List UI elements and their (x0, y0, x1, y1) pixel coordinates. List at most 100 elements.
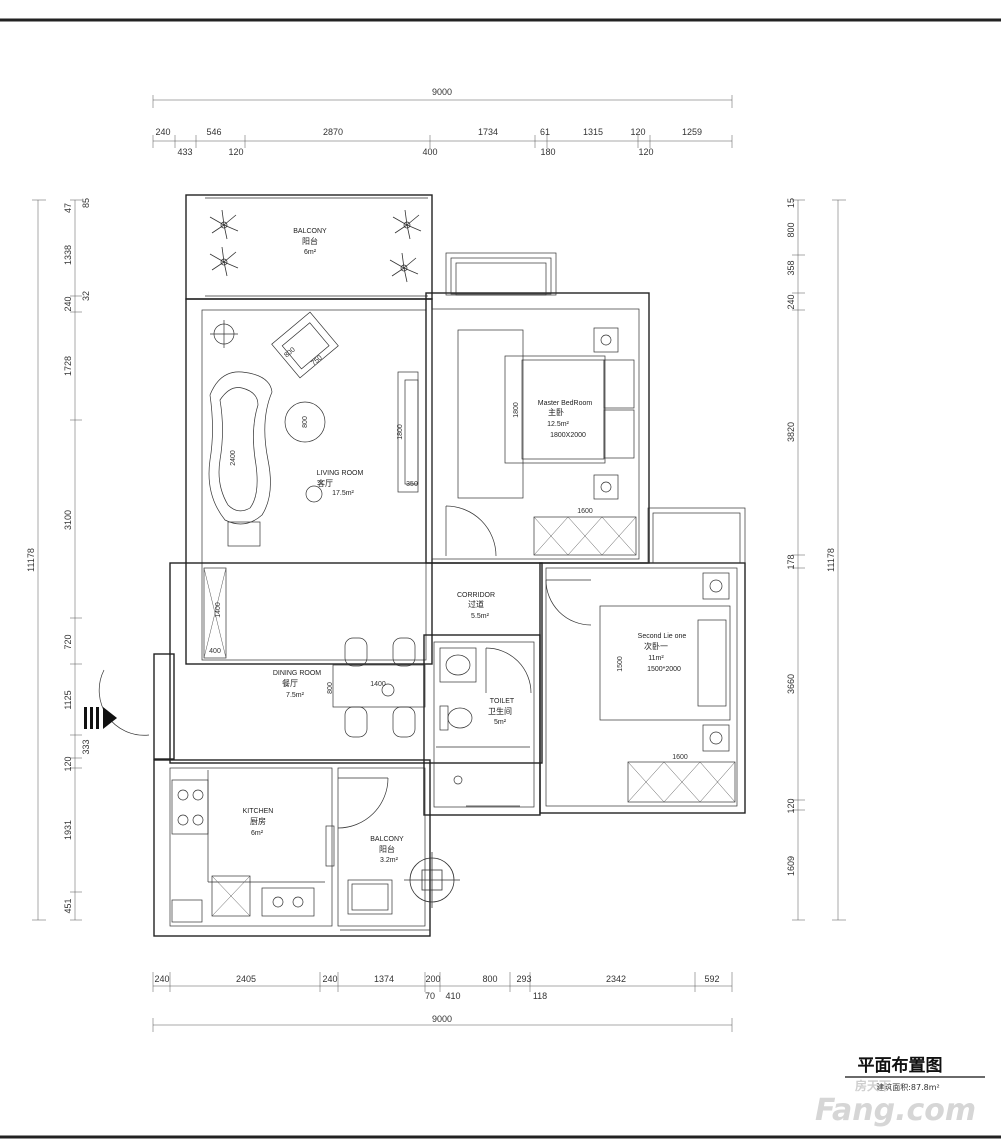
left-dim-3: 1338 (63, 245, 73, 265)
top-dim-row2-5: 120 (638, 147, 653, 157)
right-dim-1: 15 (786, 198, 796, 208)
master-label-cn: 主卧 (548, 407, 564, 417)
living-label-en: LIVING ROOM (317, 470, 364, 477)
balcony-small-label-en: BALCONY (370, 836, 404, 843)
dining-label-en: DINING ROOM (273, 670, 321, 677)
right-dim-2: 800 (786, 222, 796, 237)
corridor-label-en: CORRIDOR (457, 592, 495, 599)
toilet-area: 5m² (494, 719, 507, 726)
chair-dim-a: 800 (283, 346, 297, 359)
bottom-dim-1: 240 (154, 974, 169, 984)
right-dim-8: 120 (786, 798, 796, 813)
living-area: 17.5m² (332, 490, 354, 497)
top-total-dim: 9000 (432, 87, 452, 97)
second-bed-size: 1500*2000 (647, 666, 681, 673)
room-labels: BALCONY 阳台 6m² LIVING ROOM 客厅 17.5m² Mas… (243, 228, 687, 864)
second-area: 11m² (648, 655, 664, 662)
living-room-furniture: 800 750 2400 800 1800 350 1400 400 (203, 311, 419, 659)
bottom-dim-4: 1374 (374, 974, 394, 984)
second-wardrobe-dim: 1600 (672, 754, 688, 761)
bottom-dim-8: 2342 (606, 974, 626, 984)
dining-table-dim: 1400 (370, 681, 386, 688)
coffee-table-dim: 800 (302, 416, 309, 428)
top-dim-4: 1734 (478, 127, 498, 137)
plant-icon (404, 852, 460, 908)
side-cabinet-dim: 1400 (215, 602, 222, 618)
dining-depth-dim: 800 (327, 682, 334, 694)
left-dim-7: 3100 (63, 510, 73, 530)
second-bedroom-furniture: 1500 1600 (599, 572, 736, 803)
master-wardrobe-dim: 1600 (577, 508, 593, 515)
left-dim-11: 120 (63, 756, 73, 771)
master-label-en: Master BedRoom (538, 400, 593, 407)
left-dim-12: 1931 (63, 820, 73, 840)
top-dim-row2-4: 180 (540, 147, 555, 157)
title-block: 平面布置图 建筑面积:87.8m² (845, 1055, 985, 1092)
left-dim-1: 47 (63, 203, 73, 213)
kitchen-label-en: KITCHEN (243, 808, 274, 815)
plan-title: 平面布置图 (858, 1055, 943, 1076)
bottom-dimensions: 240 2405 240 1374 200 800 293 2342 592 7… (152, 972, 733, 1032)
bottom-total-dim: 9000 (432, 1014, 452, 1024)
living-label-cn: 客厅 (317, 478, 333, 488)
bottom-dim-row2-1: 70 (425, 991, 435, 1001)
left-dim-13: 451 (63, 898, 73, 913)
right-dim-5: 3820 (786, 422, 796, 442)
right-dim-7: 3660 (786, 674, 796, 694)
bottom-dim-5: 200 (425, 974, 440, 984)
top-dim-row2-1: 433 (177, 147, 192, 157)
right-dim-4: 240 (786, 294, 796, 309)
left-dim-4: 240 (63, 296, 73, 311)
bottom-dim-3: 240 (322, 974, 337, 984)
corridor-area: 5.5m² (471, 613, 490, 620)
dining-furniture: 1400 800 (327, 637, 426, 738)
top-dim-1: 240 (155, 127, 170, 137)
toilet-label-en: TOILET (490, 698, 515, 705)
left-dim-6: 1728 (63, 356, 73, 376)
doors (98, 505, 592, 829)
kitchen-area: 6m² (251, 830, 264, 837)
bottom-dim-7: 293 (516, 974, 531, 984)
brand-watermark: 房天下 Fang.com (815, 1078, 976, 1128)
side-cabinet-depth: 400 (209, 648, 221, 655)
dining-label-cn: 餐厅 (282, 679, 298, 688)
sofa-dim: 2400 (230, 450, 237, 466)
right-dim-3: 358 (786, 260, 796, 275)
toilet-fixtures (436, 647, 530, 807)
bottom-dim-6: 800 (482, 974, 497, 984)
master-bed-dim: 1800 (513, 402, 520, 418)
left-dimensions: 11178 47 85 1338 240 32 1728 3100 720 11… (26, 198, 91, 921)
top-dim-3: 2870 (323, 127, 343, 137)
top-dim-row2-2: 120 (228, 147, 243, 157)
toilet-label-cn: 卫生间 (488, 706, 512, 716)
top-dim-5: 61 (540, 127, 550, 137)
left-dim-2: 85 (81, 198, 91, 208)
right-dimensions: 11178 15 800 358 240 3820 178 3660 120 1… (786, 198, 846, 921)
kitchen-fixtures (171, 770, 393, 923)
balcony-top-area: 6m² (304, 249, 317, 256)
balcony-small-label-cn: 阳台 (379, 844, 395, 854)
right-dim-9: 1609 (786, 856, 796, 876)
bottom-dim-9: 592 (704, 974, 719, 984)
watermark-brand: Fang.com (815, 1093, 976, 1128)
second-bed-dim: 1500 (617, 656, 624, 672)
balcony-top-label-en: BALCONY (293, 228, 327, 235)
top-dim-7: 120 (630, 127, 645, 137)
bottom-dim-row2-2: 410 (445, 991, 460, 1001)
chair-dim-b: 750 (310, 354, 324, 367)
kitchen-label-cn: 厨房 (250, 816, 266, 826)
top-dim-6: 1315 (583, 127, 603, 137)
entrance-marker-icon (84, 707, 117, 729)
tv-depth-dim: 350 (406, 481, 418, 488)
left-dim-5: 32 (81, 291, 91, 301)
balcony-top-label-cn: 阳台 (302, 236, 318, 246)
walls (153, 194, 746, 937)
plan-subtitle: 建筑面积:87.8m² (876, 1082, 940, 1092)
bottom-dim-2: 2405 (236, 974, 256, 984)
top-dim-2: 546 (206, 127, 221, 137)
master-bed-size: 1800X2000 (550, 432, 586, 439)
right-total-dim: 11178 (826, 548, 836, 572)
top-dim-row2-3: 400 (422, 147, 437, 157)
second-label-cn: 次卧一 (644, 641, 668, 651)
master-area: 12.5m² (547, 421, 569, 428)
